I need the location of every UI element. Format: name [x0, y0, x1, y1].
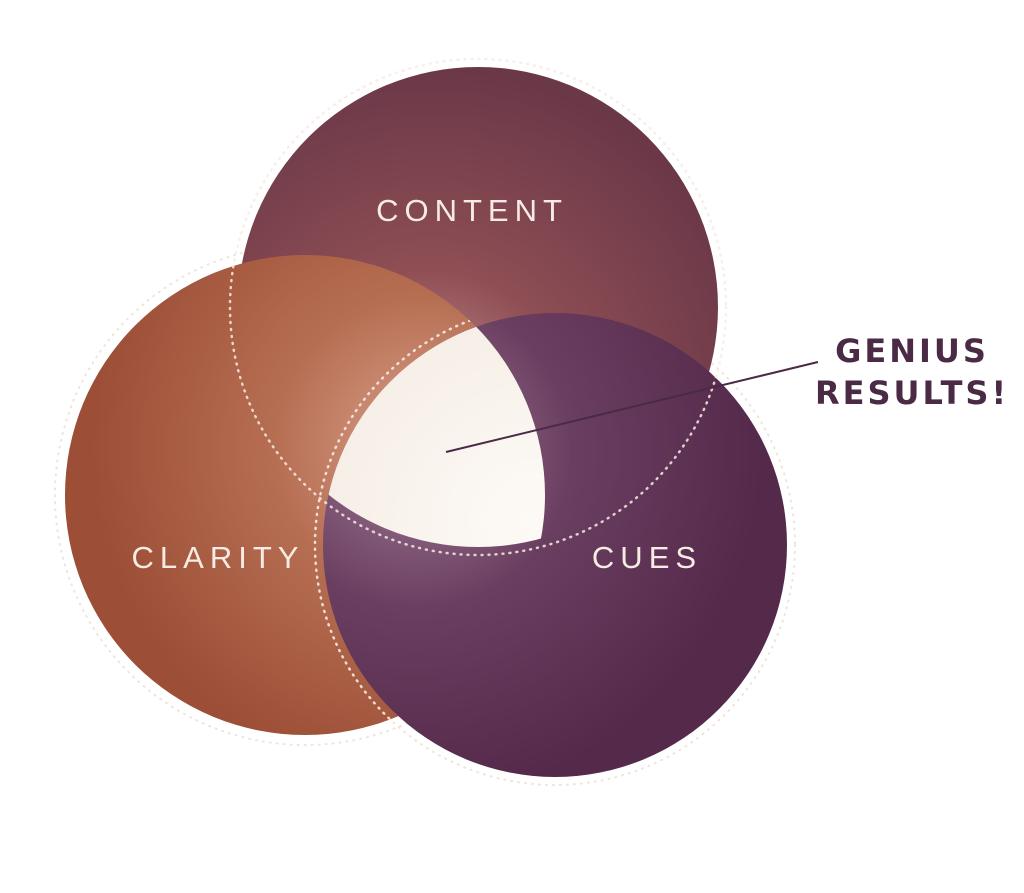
callout-line-1: GENIUS: [835, 332, 989, 370]
label-content: CONTENT: [376, 193, 568, 228]
callout-genius-results: GENIUS RESULTS!: [806, 330, 1018, 414]
label-clarity: CLARITY: [132, 540, 305, 575]
callout-line: [445, 361, 819, 453]
intersection-center: [323, 313, 545, 547]
label-cues: CUES: [592, 540, 702, 575]
callout-line-2: RESULTS!: [814, 374, 1010, 412]
